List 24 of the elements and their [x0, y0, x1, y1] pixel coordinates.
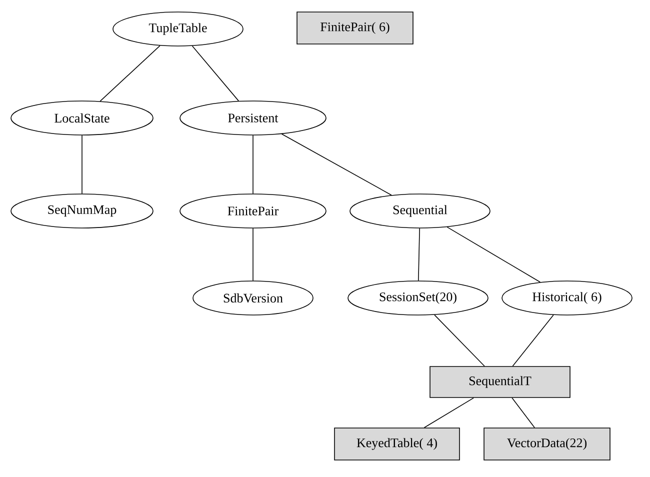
ellipse-node: SeqNumMap	[10, 194, 154, 228]
connector-line	[512, 398, 535, 428]
connector-line	[252, 135, 254, 194]
class-box: KeyedTable( 4)	[334, 428, 460, 460]
ellipse-node: LocalState	[10, 100, 154, 136]
connector-line	[446, 226, 541, 283]
ellipse-node: SessionSet(20)	[348, 280, 488, 316]
ellipse-node: Historical( 6)	[502, 280, 632, 316]
connector-line	[424, 398, 474, 428]
connector-line	[281, 134, 392, 196]
ellipse-node: TupleTable	[112, 12, 244, 46]
ellipse-node: Sequential	[350, 194, 490, 228]
connector-line	[252, 228, 254, 281]
connector-line	[192, 46, 240, 102]
ellipse-node: FinitePair	[180, 194, 326, 228]
class-box: VectorData(22)	[484, 428, 610, 460]
connector-line	[418, 228, 420, 281]
connector-line	[100, 45, 160, 102]
ellipse-node: Persistent	[180, 100, 326, 136]
connector-line	[434, 314, 485, 366]
class-box: FinitePair( 6)	[296, 12, 414, 44]
ellipse-node: SdbVersion	[192, 280, 314, 316]
class-box: SequentialT	[430, 366, 570, 398]
connector-line	[512, 314, 554, 366]
